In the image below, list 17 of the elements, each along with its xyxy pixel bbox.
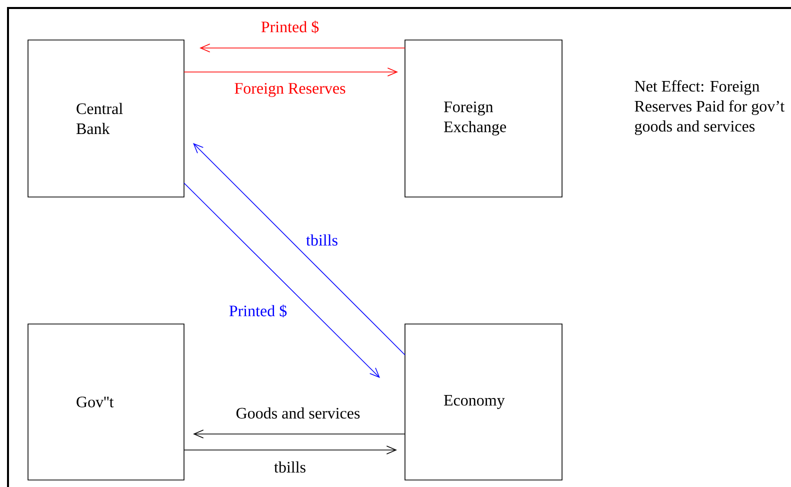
edge-label: Printed $ — [260, 19, 320, 35]
box: Economy — [404, 324, 562, 480]
arrow — [184, 182, 380, 378]
note: Net Effect: Foreign Reserves Paid for gov’t goods and services — [634, 80, 785, 135]
arrow — [200, 44, 406, 52]
edge-label: Foreign Reserves — [232, 82, 348, 98]
arrow — [193, 143, 406, 356]
edge-label: Printed $ — [228, 303, 288, 319]
box: Foreign Exchange — [404, 40, 562, 198]
edge-label: tbills — [272, 460, 308, 474]
arrow — [193, 430, 406, 438]
edge-label: Goods and services — [234, 406, 362, 420]
arrow — [184, 68, 398, 76]
box: Central Bank — [28, 40, 184, 198]
edge-label: tbills — [304, 233, 340, 247]
box: Gov''t — [28, 324, 184, 480]
arrow — [184, 446, 397, 454]
